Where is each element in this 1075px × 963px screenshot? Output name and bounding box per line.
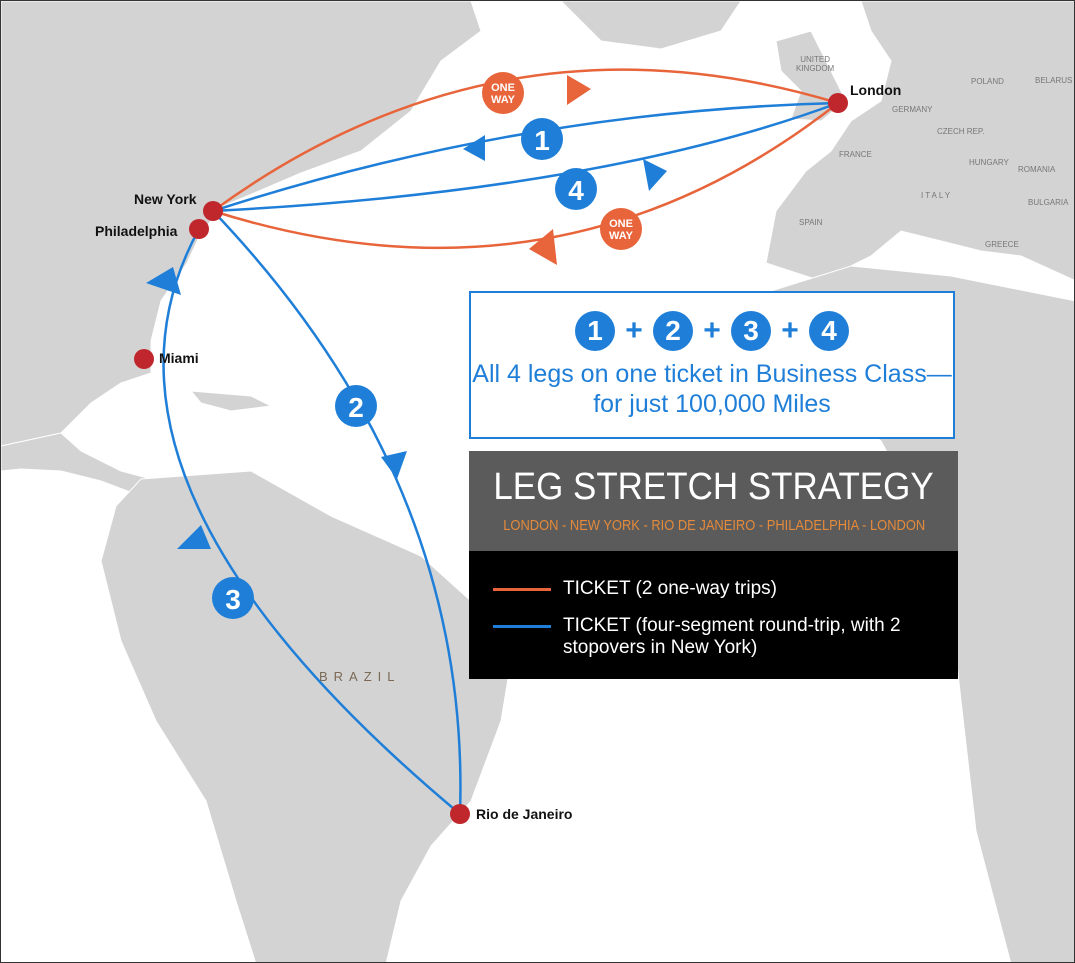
route-subtitle: LONDON - NEW YORK - RIO DE JANEIRO - PHI… <box>503 517 926 534</box>
leg-1-circle: 1 <box>575 311 615 351</box>
land-uk <box>775 30 847 122</box>
brazil-label: BRAZIL <box>319 669 401 684</box>
one-way-label: ONE <box>491 82 515 94</box>
arrow-up-icon <box>177 525 211 549</box>
one-way-label: ONE <box>609 218 633 230</box>
legend: TICKET (2 one-way trips) TICKET (four-se… <box>469 551 958 679</box>
orange-line-swatch <box>493 588 551 591</box>
country-label: ROMANIA <box>1018 165 1056 174</box>
one-way-label: WAY <box>609 230 634 242</box>
london-label: London <box>850 82 902 98</box>
land-europe <box>765 1 1074 282</box>
badges: ONE WAY ONE WAY 1 4 2 3 <box>212 72 642 619</box>
country-label: BULGARIA <box>1028 198 1069 207</box>
new-york-label: New York <box>134 191 197 207</box>
one-way-badge <box>482 72 524 114</box>
land-south-america <box>100 470 512 962</box>
one-way-badge <box>600 208 642 250</box>
legend-label: TICKET (four-segment round-trip, with 2 … <box>563 615 901 658</box>
route-leg-2 <box>212 210 462 815</box>
title: LEG STRETCH STRATEGY <box>493 466 934 508</box>
arrow-down-icon <box>381 451 407 479</box>
country-label: SPAIN <box>799 218 823 227</box>
arrow-right-icon <box>643 159 667 191</box>
legend-label: TICKET (2 one-way trips) <box>563 578 777 599</box>
miami-marker[interactable] <box>134 349 154 369</box>
rio-marker[interactable] <box>450 804 470 824</box>
leg-2-circle: 2 <box>653 311 693 351</box>
plus-sign: + <box>703 314 721 347</box>
country-label: FRANCE <box>839 150 872 159</box>
arrow-left-icon <box>529 229 557 265</box>
arrow-left-icon <box>463 135 485 161</box>
country-label: UNITED KINGDOM <box>796 55 835 73</box>
blue-line-swatch <box>493 625 551 628</box>
info-text: All 4 legs on one ticket in Business Cla… <box>472 360 952 418</box>
land-north-america <box>1 1 482 447</box>
leg-4-circle: 4 <box>809 311 849 351</box>
leg-3-badge: 3 <box>225 584 241 615</box>
city-markers <box>134 93 848 824</box>
rio-label: Rio de Janeiro <box>476 806 573 822</box>
land-caribbean <box>189 390 273 412</box>
country-label: POLAND <box>971 77 1004 86</box>
new-york-marker[interactable] <box>203 201 223 221</box>
legend-item-orange: TICKET (2 one-way trips) <box>493 578 777 600</box>
london-marker[interactable] <box>828 93 848 113</box>
miami-label: Miami <box>159 350 199 366</box>
leg-1-badge: 1 <box>534 125 550 156</box>
one-way-label: WAY <box>491 94 516 106</box>
plus-sign: + <box>781 314 799 347</box>
country-label: BELARUS <box>1035 76 1073 85</box>
plus-sign: + <box>625 314 643 347</box>
leg-4-badge: 4 <box>568 175 584 206</box>
country-label: GREECE <box>985 240 1019 249</box>
leg-2-badge: 2 <box>348 392 364 423</box>
info-box: 1 + 2 + 3 + 4 All 4 legs on one ticket i… <box>469 291 955 439</box>
country-label: ITALY <box>921 191 953 200</box>
philadelphia-label: Philadelphia <box>95 223 178 239</box>
philadelphia-marker[interactable] <box>189 219 209 239</box>
title-box: LEG STRETCH STRATEGY LONDON - NEW YORK -… <box>469 451 958 551</box>
arrow-up-icon <box>146 267 181 295</box>
land-central-america <box>1 432 152 497</box>
land-greenland <box>560 1 742 50</box>
legend-item-blue: TICKET (four-segment round-trip, with 2 … <box>493 615 933 659</box>
country-label: CZECH REP. <box>937 127 985 136</box>
leg-3-circle: 3 <box>731 311 771 351</box>
arrow-right-icon <box>567 75 591 105</box>
country-label: GERMANY <box>892 105 933 114</box>
direction-arrows <box>146 75 667 549</box>
country-label: HUNGARY <box>969 158 1009 167</box>
route-leg-3 <box>162 228 461 815</box>
legs-equation: 1 + 2 + 3 + 4 <box>471 311 953 351</box>
